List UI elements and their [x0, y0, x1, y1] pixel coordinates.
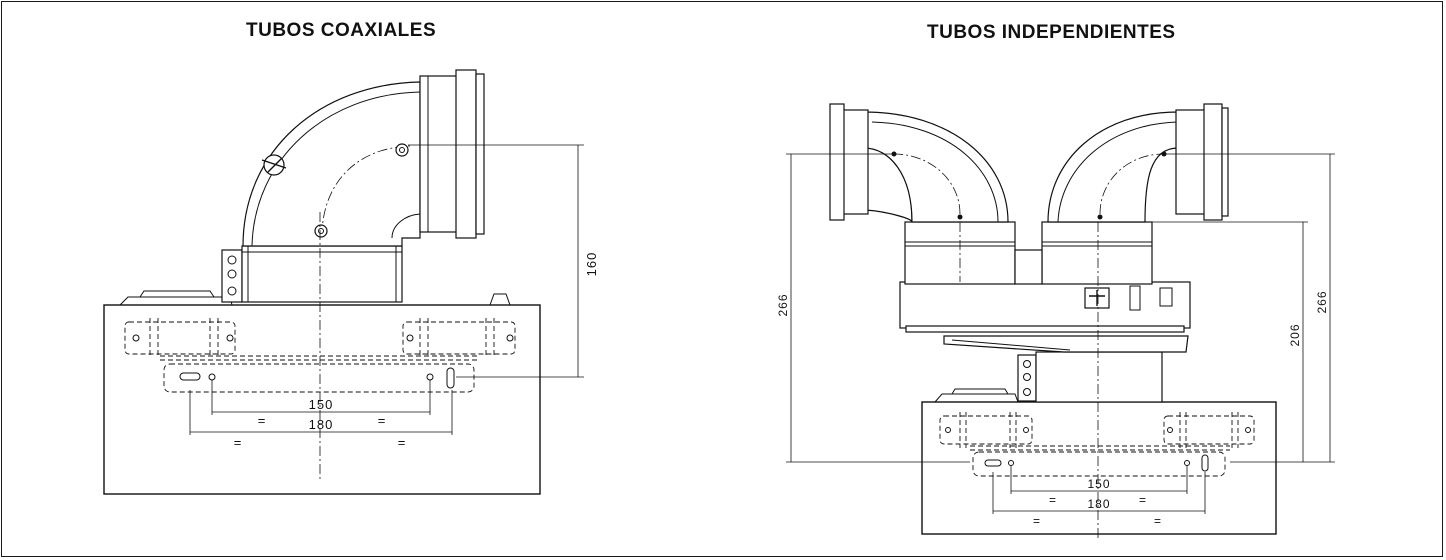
- independent-bracket-plate: [921, 401, 1277, 535]
- independent-slot-outline: [972, 451, 1226, 477]
- dim-label-150-right: 150: [1087, 477, 1110, 491]
- independent-splitter-body: [899, 281, 1191, 329]
- independent-ring-right-2: [1203, 103, 1223, 221]
- independent-assembly: [829, 103, 1277, 540]
- dim-label-206: 206: [1288, 323, 1302, 346]
- dim-label-150: 150: [309, 397, 334, 412]
- equal-mark: =: [258, 413, 267, 428]
- coaxial-ring-3: [475, 73, 485, 235]
- coaxial-hanger-left: [124, 321, 236, 355]
- independent-dimensions: 266 206 266 150 180 = = = =: [776, 153, 1335, 528]
- equal-mark: =: [398, 435, 407, 450]
- equal-mark: =: [1139, 493, 1147, 507]
- dim-label-266-right: 266: [1315, 290, 1329, 313]
- coaxial-slot-right: [446, 367, 455, 389]
- equal-mark: =: [234, 435, 243, 450]
- independent-duct: [1035, 351, 1163, 403]
- independent-flange: [934, 388, 1019, 403]
- independent-hanger-left: [939, 415, 1033, 445]
- equal-mark: =: [1033, 514, 1041, 528]
- coaxial-ring-2: [455, 69, 477, 239]
- independent-ring-left-2: [829, 103, 845, 221]
- independent-collar-right: [1041, 221, 1153, 285]
- coaxial-slot-outline: [163, 363, 475, 393]
- title-coaxial: TUBOS COAXIALES: [246, 20, 437, 41]
- coaxial-collar: [241, 245, 403, 303]
- equal-mark: =: [378, 413, 387, 428]
- title-independent: TUBOS INDEPENDIENTES: [927, 22, 1176, 43]
- independent-side-clamp: [1017, 354, 1037, 402]
- coaxial-side-clamp: [221, 249, 243, 303]
- coaxial-ring-1: [419, 75, 459, 233]
- coaxial-hanger-right: [402, 321, 516, 355]
- dim-label-266-left: 266: [776, 293, 790, 316]
- coaxial-test-plug: [263, 154, 285, 176]
- independent-splitter-base: [905, 325, 1185, 333]
- dim-label-180-right: 180: [1087, 497, 1110, 511]
- equal-mark: =: [1154, 514, 1162, 528]
- independent-splitter-lower: [943, 335, 1189, 353]
- independent-elbow-right: [1047, 111, 1179, 223]
- screw-icon: [395, 143, 409, 157]
- independent-joint: [1014, 249, 1043, 285]
- equal-mark: =: [1049, 493, 1057, 507]
- coaxial-slot-left: [179, 372, 201, 381]
- independent-ring-right-3: [1221, 107, 1229, 217]
- screw-icon: [314, 224, 328, 238]
- coaxial-bracket-plate: [103, 304, 541, 495]
- independent-slot-right: [1201, 454, 1209, 472]
- dim-label-160: 160: [584, 252, 599, 277]
- dim-label-180: 180: [309, 417, 334, 432]
- independent-slot-left: [984, 459, 1002, 467]
- coaxial-dimensions: 160 150 180 = = = =: [189, 144, 599, 450]
- independent-hanger-right: [1163, 415, 1255, 445]
- independent-ring-right-1: [1175, 109, 1207, 215]
- coaxial-assembly: [103, 69, 541, 495]
